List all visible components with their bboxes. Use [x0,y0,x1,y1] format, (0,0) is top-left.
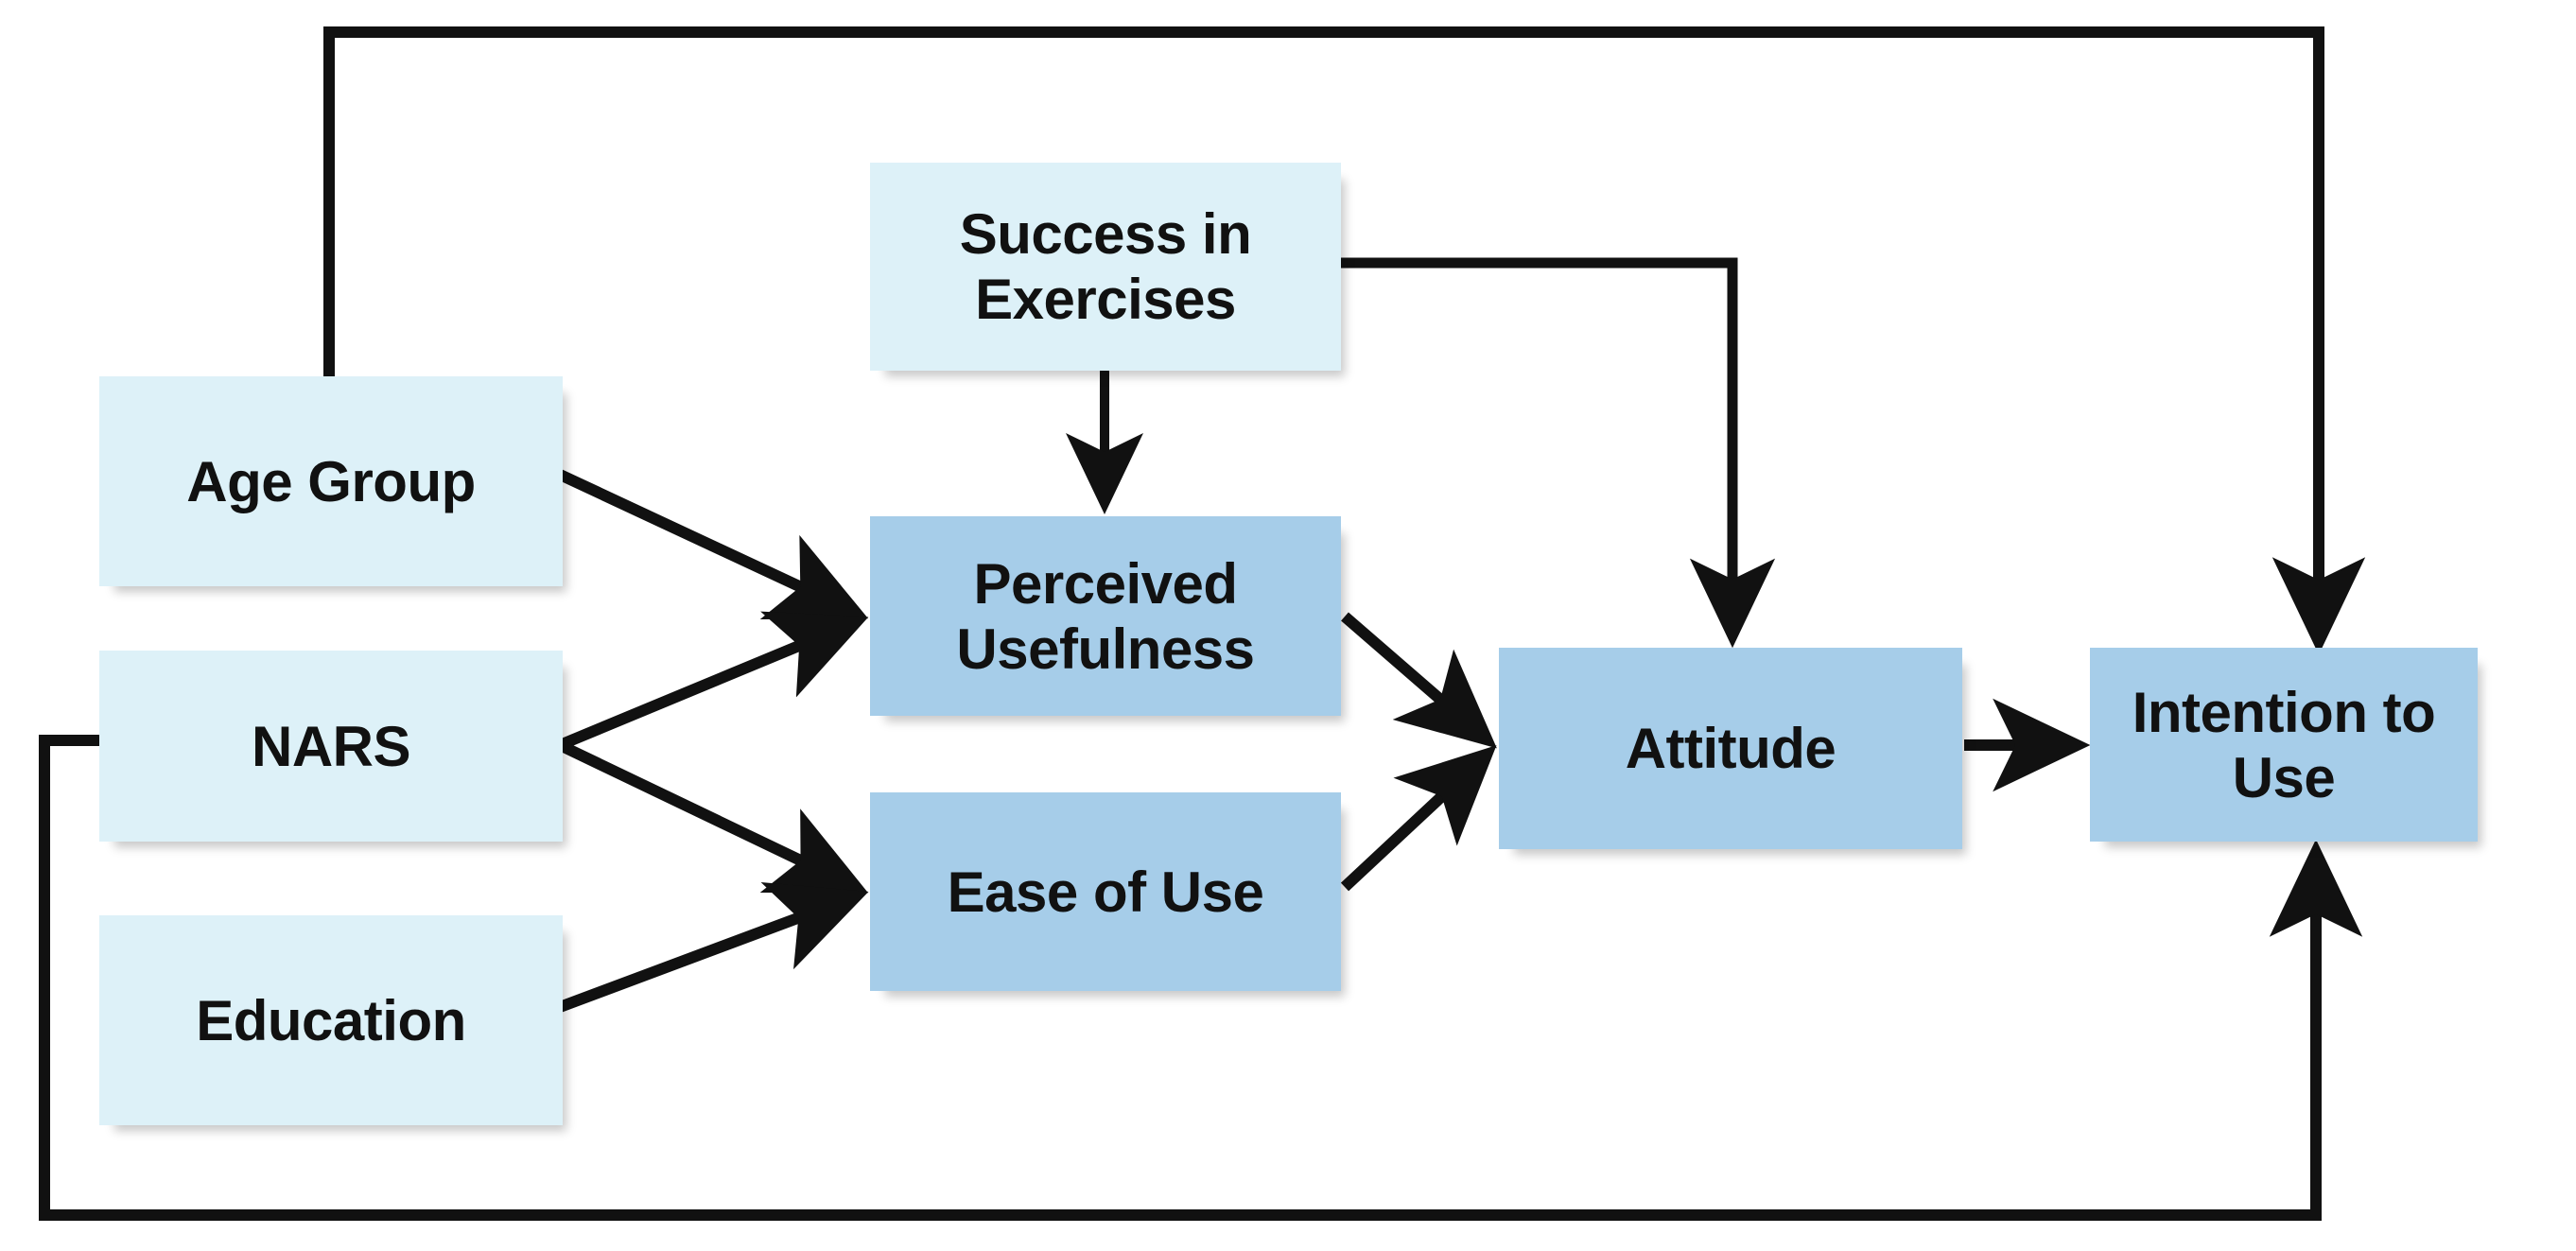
edge-intention-to-age-group [323,26,2324,641]
node-attitude[interactable]: Attitude [1499,648,1962,849]
edge-nars-to-ease-of-use [557,739,868,894]
node-ease-of-use-label: Ease of Use [947,860,1264,924]
node-age-group[interactable]: Age Group [99,376,563,586]
edge-usefulness-to-attitude [1341,612,1497,749]
edge-nars-to-usefulness [557,611,869,751]
node-perceived-usefulness[interactable]: Perceived Usefulness [870,516,1341,716]
edge-age-group-to-usefulness [553,467,869,620]
node-education[interactable]: Education [99,915,563,1125]
node-nars-label: NARS [251,714,411,778]
node-success-in-exercises[interactable]: Success in Exercises [870,163,1341,371]
node-nars[interactable]: NARS [99,651,563,842]
node-attitude-label: Attitude [1625,717,1836,780]
node-success-in-exercises-label: Success in Exercises [959,202,1252,331]
node-perceived-usefulness-label: Perceived Usefulness [956,551,1255,681]
node-education-label: Education [196,988,466,1052]
edge-education-to-ease-of-use [557,882,869,1013]
node-intention-to-use-label: Intention to Use [2132,680,2436,809]
node-age-group-label: Age Group [186,449,476,513]
node-ease-of-use[interactable]: Ease of Use [870,792,1341,991]
edge-success-to-attitude [1341,257,1776,649]
node-intention-to-use[interactable]: Intention to Use [2090,648,2478,842]
edge-ease-of-use-to-attitude [1340,745,1497,892]
edge-nars-to-intention [39,735,2363,1221]
